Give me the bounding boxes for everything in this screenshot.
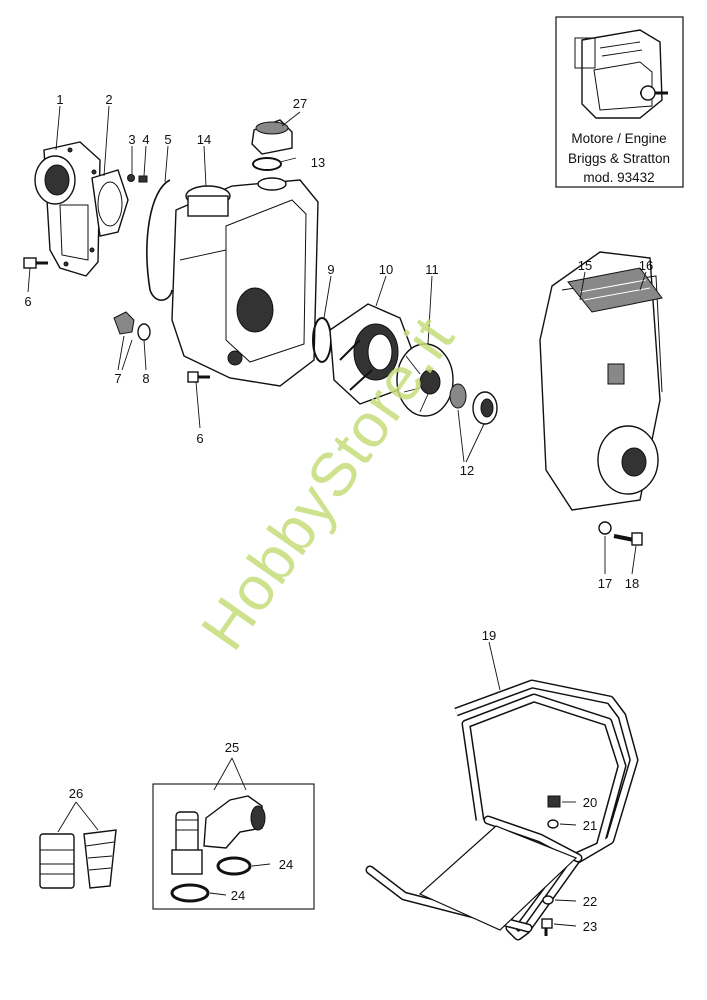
part-27-filler-cap xyxy=(251,119,293,155)
label-part-6-left: 6 xyxy=(24,294,31,309)
part-16-grille xyxy=(567,267,663,313)
label-part-7: 7 xyxy=(114,371,121,386)
label-part-25: 25 xyxy=(225,740,239,755)
label-part-16: 16 xyxy=(639,258,653,273)
label-part-11: 11 xyxy=(425,262,439,277)
label-part-24-lower: 24 xyxy=(231,888,245,903)
label-part-20: 20 xyxy=(583,795,597,810)
part-14-pump-housing xyxy=(171,177,319,387)
label-part-15: 15 xyxy=(578,258,592,273)
part-11-impeller xyxy=(396,343,454,417)
label-part-5: 5 xyxy=(164,132,171,147)
label-part-22: 22 xyxy=(583,894,597,909)
label-part-19: 19 xyxy=(482,628,496,643)
label-part-9: 9 xyxy=(327,262,334,277)
part-26-hose-fittings xyxy=(39,829,117,889)
label-part-10: 10 xyxy=(379,262,393,277)
label-part-6-bottom: 6 xyxy=(196,431,203,446)
label-part-18: 18 xyxy=(625,576,639,591)
part-19-frame xyxy=(365,679,639,941)
part-labels: 1 2 3 4 5 14 27 13 6 7 8 6 9 10 11 12 15… xyxy=(24,92,653,934)
label-part-24-upper: 24 xyxy=(279,857,293,872)
label-part-12: 12 xyxy=(460,463,474,478)
label-part-21: 21 xyxy=(583,818,597,833)
part-1-inlet-cover xyxy=(34,141,101,277)
part-7-drain-plug xyxy=(113,311,135,335)
part-25-fittings-kit xyxy=(152,783,315,910)
part-10-volute xyxy=(329,303,413,405)
part-3-nut xyxy=(127,174,135,182)
part-21-washer xyxy=(547,819,559,829)
label-part-13: 13 xyxy=(311,155,325,170)
part-12-seal-b xyxy=(472,391,498,425)
part-4-screw xyxy=(138,175,148,183)
label-part-4: 4 xyxy=(142,132,149,147)
engine-label-line2: Briggs & Stratton xyxy=(568,151,670,166)
label-part-1: 1 xyxy=(56,92,63,107)
label-part-23: 23 xyxy=(583,919,597,934)
engine-label-line1: Motore / Engine xyxy=(571,131,666,146)
part-22-washer xyxy=(542,895,554,905)
part-13-o-ring xyxy=(252,157,282,171)
part-18-bolt xyxy=(613,532,643,546)
label-part-3: 3 xyxy=(128,132,135,147)
part-8-washer xyxy=(137,323,151,341)
label-part-14: 14 xyxy=(197,132,211,147)
label-part-26: 26 xyxy=(69,786,83,801)
engine-icon xyxy=(574,29,668,119)
engine-inset: Motore / Engine Briggs & Stratton mod. 9… xyxy=(555,16,684,188)
part-23-bolt xyxy=(541,918,553,936)
part-12-seal-a xyxy=(449,383,467,409)
leader-lines xyxy=(27,105,647,927)
part-20-nut xyxy=(547,795,561,808)
part-6-screw-bottom xyxy=(187,371,210,383)
part-2-gasket xyxy=(91,169,129,237)
part-9-o-ring xyxy=(312,317,332,363)
label-part-17: 17 xyxy=(598,576,612,591)
label-part-27: 27 xyxy=(293,96,307,111)
label-part-2: 2 xyxy=(105,92,112,107)
part-5-o-ring xyxy=(146,179,173,301)
part-17-washer xyxy=(598,521,612,535)
part-6-screw-left xyxy=(23,257,48,269)
engine-label-line3: mod. 93432 xyxy=(583,170,654,185)
label-part-8: 8 xyxy=(142,371,149,386)
